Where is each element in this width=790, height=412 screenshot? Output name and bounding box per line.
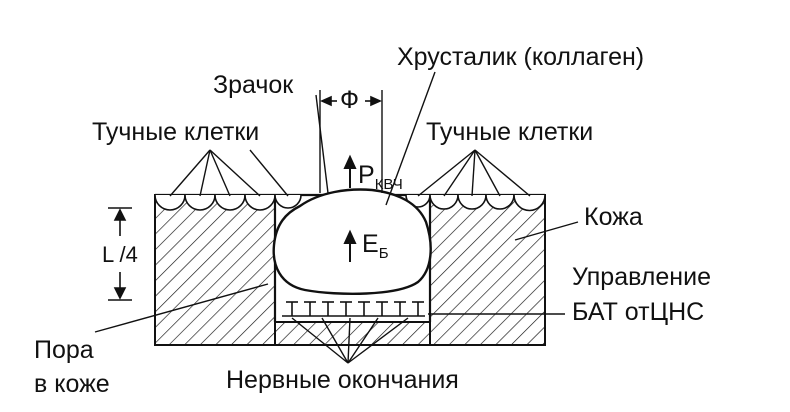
skin-block-bottom bbox=[274, 321, 431, 346]
pupil-label: Зрачок bbox=[213, 71, 294, 99]
nerve-leaders bbox=[291, 317, 409, 364]
dimension-label: L /4 bbox=[102, 242, 138, 267]
skin-leader bbox=[514, 221, 579, 241]
phi-arrows bbox=[320, 95, 382, 107]
mast-left-leaders bbox=[169, 149, 289, 197]
lens-leader bbox=[385, 71, 436, 206]
e-main: E bbox=[362, 230, 379, 258]
dimension-marker bbox=[108, 207, 132, 301]
pore-label-line1: Пора bbox=[34, 336, 94, 364]
skin-block-left bbox=[154, 194, 276, 346]
pupil-leader bbox=[315, 94, 329, 194]
skin-label: Кожа bbox=[584, 203, 643, 231]
nerve-endings-label: Нервные окончания bbox=[226, 366, 459, 394]
mast-right-leaders bbox=[417, 149, 531, 197]
control-label-line1: Управление bbox=[572, 263, 711, 291]
e-symbol: EБ bbox=[362, 230, 389, 262]
mast-cells-right-label: Тучные клетки bbox=[426, 118, 593, 146]
pore-leader bbox=[94, 283, 269, 333]
phi-label: Ф bbox=[340, 86, 359, 114]
control-label-line2: БАТ отЦНС bbox=[572, 298, 704, 326]
e-arrow bbox=[343, 229, 357, 262]
p-main: P bbox=[358, 161, 375, 189]
mast-cells-left-label: Тучные клетки bbox=[92, 118, 259, 146]
p-arrow bbox=[343, 154, 357, 188]
mast-cells-right bbox=[405, 194, 546, 212]
skin-block-right bbox=[429, 194, 546, 346]
p-sub: КВЧ bbox=[375, 176, 403, 193]
lens-label: Хрусталик (коллаген) bbox=[397, 43, 644, 71]
nerve-endings bbox=[282, 301, 425, 317]
mast-cells-left bbox=[154, 194, 302, 211]
p-symbol: PКВЧ bbox=[358, 161, 403, 193]
pore-label-line2: в коже bbox=[34, 370, 110, 398]
e-sub: Б bbox=[379, 245, 389, 262]
